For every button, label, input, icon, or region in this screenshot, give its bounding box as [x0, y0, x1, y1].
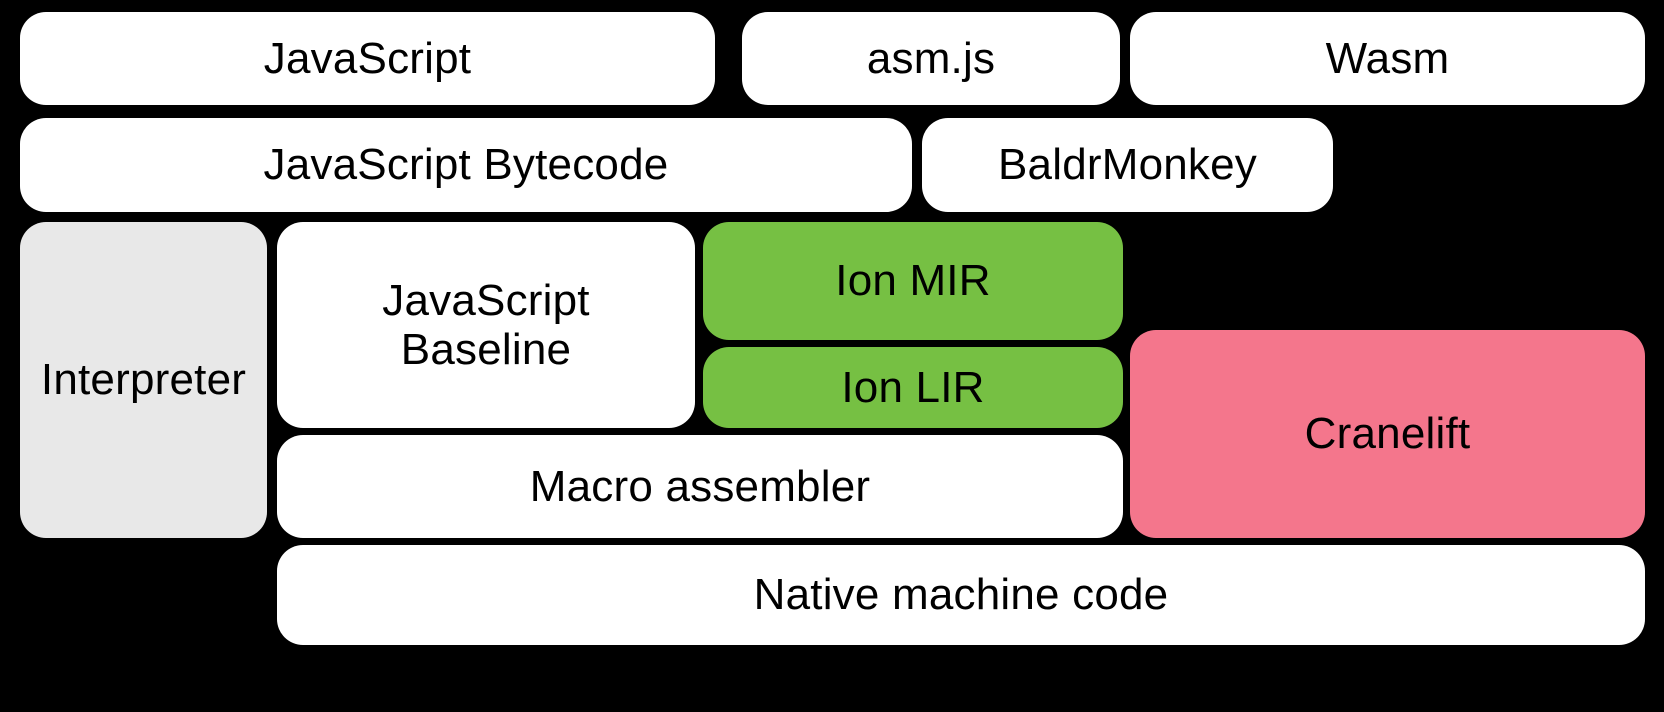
node-javascript-bytecode[interactable]: JavaScript Bytecode — [20, 118, 912, 212]
node-native-machine-code[interactable]: Native machine code — [277, 545, 1645, 645]
node-baldrmonkey[interactable]: BaldrMonkey — [922, 118, 1333, 212]
node-cranelift[interactable]: Cranelift — [1130, 330, 1645, 538]
node-ion-lir[interactable]: Ion LIR — [703, 347, 1123, 428]
node-javascript[interactable]: JavaScript — [20, 12, 715, 105]
node-wasm[interactable]: Wasm — [1130, 12, 1645, 105]
node-macro-assembler[interactable]: Macro assembler — [277, 435, 1123, 538]
node-ion-mir[interactable]: Ion MIR — [703, 222, 1123, 340]
node-interpreter[interactable]: Interpreter — [20, 222, 267, 538]
node-asm-js[interactable]: asm.js — [742, 12, 1120, 105]
node-javascript-baseline[interactable]: JavaScript Baseline — [277, 222, 695, 428]
